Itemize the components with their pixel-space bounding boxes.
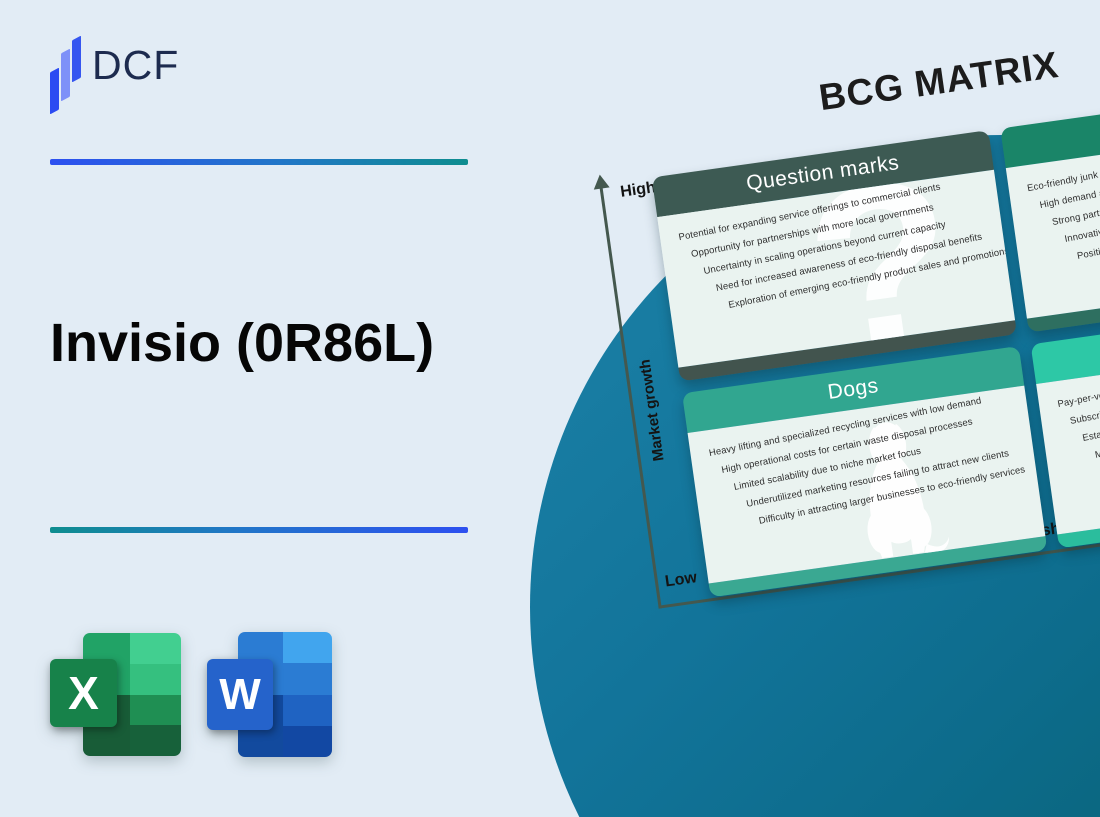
stars-header [1000,81,1100,169]
divider-bottom [50,527,468,533]
dog-icon [867,422,950,559]
dogs-body: Heavy lifting and specialized recycling … [687,385,1046,584]
word-icon: W [205,629,335,759]
excel-icon: X [50,630,182,758]
card-dogs: Dogs Heavy lifting and specialized recyc… [682,346,1048,598]
dcf-logo: DCF [48,34,268,115]
card-question-marks: Question marks ? Potential for expanding… [651,130,1018,382]
label-high: High [619,179,657,201]
label-market-growth: Market growth [636,358,668,463]
card-stars: Eco-friendly junk remo High demand among… [1000,81,1100,333]
excel-letter: X [50,659,117,727]
arrow-up-icon [591,173,610,190]
word-letter: W [207,659,273,730]
bcg-matrix: BCG MATRIX High Low Market growth Market… [576,44,1100,692]
divider-top [50,159,468,165]
bcg-matrix-title: BCG MATRIX [816,43,1062,119]
logo-bar-icon [61,48,70,102]
logo-bar-icon [72,35,81,83]
logo-bar-icon [50,67,59,115]
page-title: Invisio (0R86L) [50,313,435,373]
label-low: Low [663,569,698,591]
brand-text: DCF [92,42,180,88]
